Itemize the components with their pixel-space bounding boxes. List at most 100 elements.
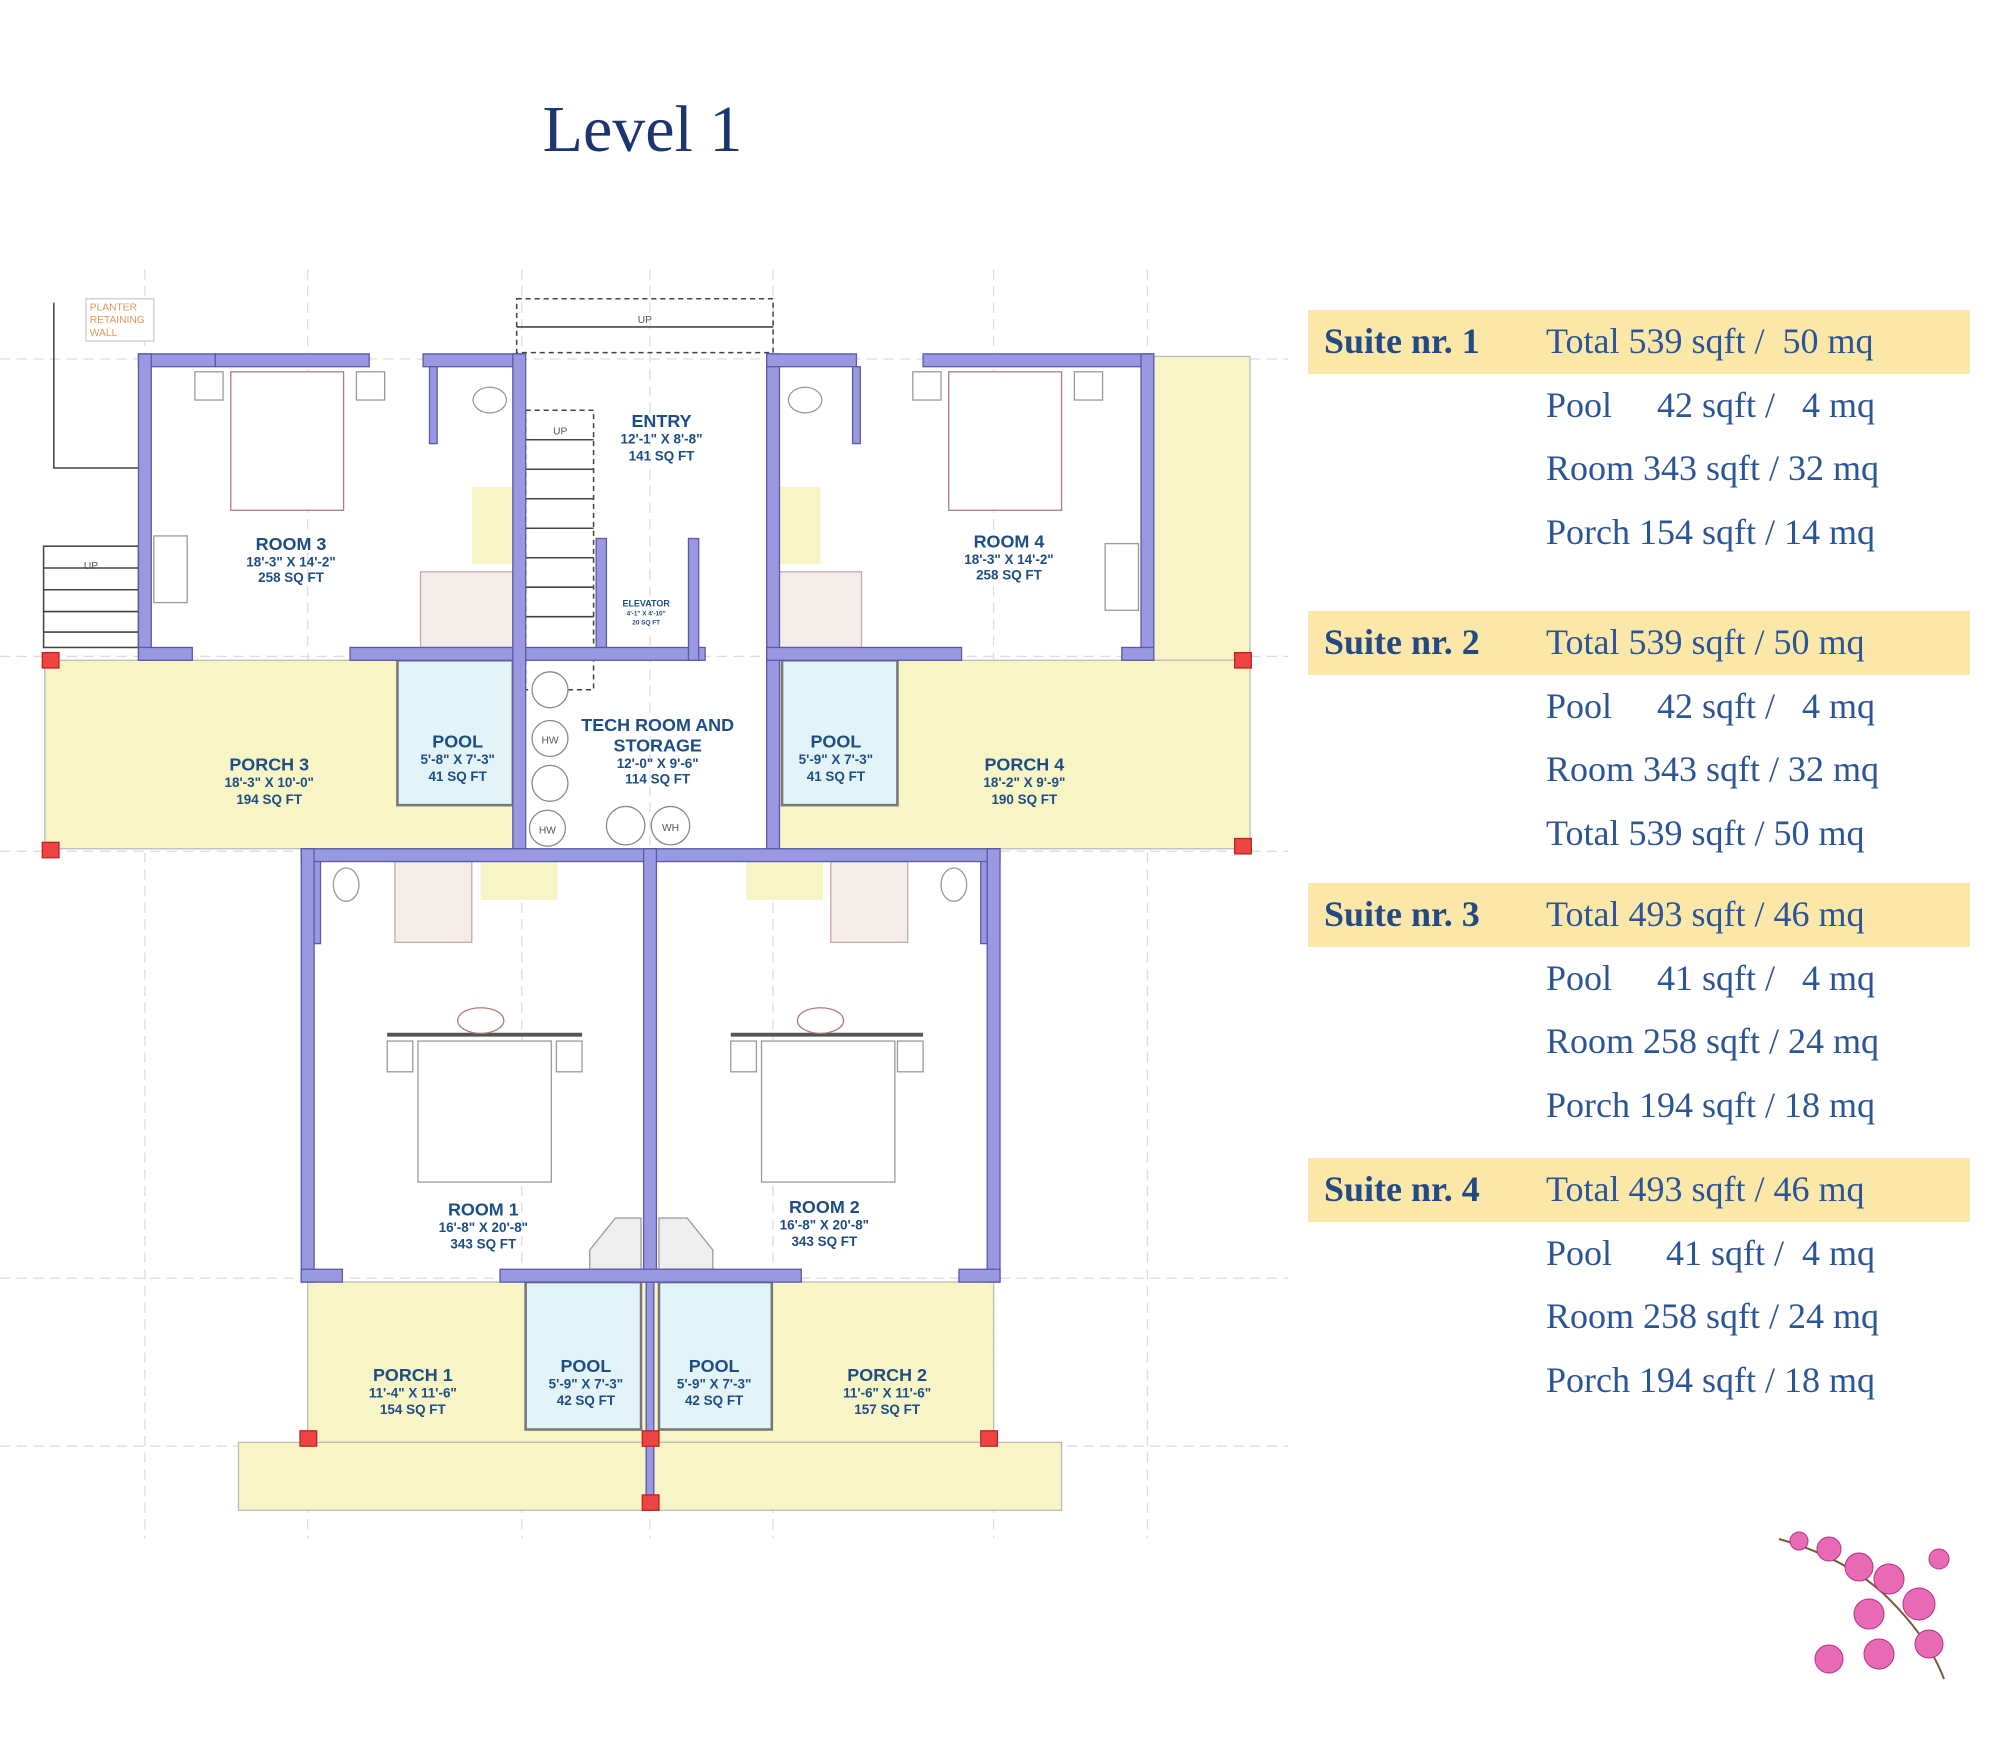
shower-tiles xyxy=(394,571,909,943)
suite-3-summary: Suite nr. 3 Total 493 sqft / 46 mq Pool 4… xyxy=(1308,883,1970,1137)
hw-label: HW xyxy=(541,736,558,747)
suite-total: Total 539 sqft / 50 mq xyxy=(1546,622,1865,662)
suite-room: Room 343 sqft / 32 mq xyxy=(1546,448,1880,488)
furniture xyxy=(153,371,1140,1270)
svg-text:12'-1" X 8'-8": 12'-1" X 8'-8" xyxy=(621,432,703,447)
suite-1-summary: Suite nr. 1 Total 539 sqft / 50 mq Pool 4… xyxy=(1308,310,1970,564)
suite-total: Total 539 sqft / 50 mq xyxy=(1546,321,1874,361)
suite-label: Suite nr. 3 xyxy=(1324,894,1480,934)
svg-text:18'-2" X 9'-9": 18'-2" X 9'-9" xyxy=(983,775,1065,790)
svg-text:18'-3" X 14'-2": 18'-3" X 14'-2" xyxy=(964,552,1053,567)
suite-total: Total 493 sqft / 46 mq xyxy=(1546,1169,1865,1209)
svg-text:PORCH 4: PORCH 4 xyxy=(984,755,1064,775)
svg-text:POOL: POOL xyxy=(560,1356,611,1376)
svg-text:18'-3" X 14'-2": 18'-3" X 14'-2" xyxy=(246,555,335,570)
svg-text:16'-8" X 20'-8": 16'-8" X 20'-8" xyxy=(780,1218,869,1233)
room-label-room1: ROOM 116'-8" X 20'-8" 343 SQ FT xyxy=(439,1199,528,1251)
svg-text:ELEVATOR: ELEVATOR xyxy=(622,598,670,608)
columns xyxy=(41,651,1252,1511)
svg-text:POOL: POOL xyxy=(810,731,861,751)
stair-up-label: UP xyxy=(553,427,567,438)
wh-label: WH xyxy=(662,823,679,834)
room-label-room2: ROOM 216'-8" X 20'-8"343 SQ FT xyxy=(780,1197,869,1249)
stairs xyxy=(42,297,774,691)
svg-text:STORAGE: STORAGE xyxy=(614,735,702,755)
svg-text:41 SQ FT: 41 SQ FT xyxy=(429,769,488,784)
svg-text:11'-4" X 11'-6": 11'-4" X 11'-6" xyxy=(369,1385,457,1400)
walls xyxy=(137,353,1155,1508)
svg-text:5'-9" X 7'-3": 5'-9" X 7'-3" xyxy=(677,1376,751,1391)
svg-text:4'-1" X 4'-10": 4'-1" X 4'-10" xyxy=(627,610,666,617)
svg-text:ROOM 1: ROOM 1 xyxy=(448,1199,519,1219)
svg-text:PLANTER: PLANTER xyxy=(90,302,137,313)
svg-text:ROOM 4: ROOM 4 xyxy=(974,531,1045,551)
svg-text:258 SQ FT: 258 SQ FT xyxy=(976,568,1043,583)
room-label-elevator: ELEVATOR 4'-1" X 4'-10" 20 SQ FT xyxy=(622,598,670,626)
svg-text:ENTRY: ENTRY xyxy=(631,411,691,431)
suite-room: Room 258 sqft / 24 mq xyxy=(1546,1296,1880,1336)
suite-label: Suite nr. 2 xyxy=(1324,622,1480,662)
suite-pool: Pool 42 sqft / 4 mq xyxy=(1546,384,1876,425)
svg-text:18'-3" X 10'-0": 18'-3" X 10'-0" xyxy=(224,775,313,790)
suite-room: Room 343 sqft / 32 mq xyxy=(1546,749,1880,789)
svg-text:RETAINING: RETAINING xyxy=(90,315,145,326)
orchid-flower-icon xyxy=(1778,1531,1950,1680)
svg-text:POOL: POOL xyxy=(432,731,483,751)
svg-text:42 SQ FT: 42 SQ FT xyxy=(557,1393,616,1408)
svg-text:157 SQ FT: 157 SQ FT xyxy=(854,1402,921,1417)
svg-text:20 SQ FT: 20 SQ FT xyxy=(632,619,660,626)
suite-porch: Porch 154 sqft / 14 mq xyxy=(1546,511,1875,552)
svg-text:114 SQ FT: 114 SQ FT xyxy=(625,771,691,786)
svg-text:ROOM 2: ROOM 2 xyxy=(789,1197,860,1217)
suite-pool: Pool 41 sqft / 4 mq xyxy=(1546,957,1876,998)
svg-text:343 SQ FT: 343 SQ FT xyxy=(791,1234,858,1249)
svg-text:154 SQ FT: 154 SQ FT xyxy=(380,1402,447,1417)
suite-total-repeat: Total 539 sqft / 50 mq xyxy=(1546,812,1865,853)
svg-text:42 SQ FT: 42 SQ FT xyxy=(685,1393,744,1408)
suite-4-summary: Suite nr. 4 Total 493 sqft / 46 mq Pool 4… xyxy=(1308,1158,1970,1412)
svg-text:ROOM 3: ROOM 3 xyxy=(256,534,327,554)
suite-label: Suite nr. 1 xyxy=(1324,321,1480,361)
svg-text:5'-8" X 7'-3": 5'-8" X 7'-3" xyxy=(420,752,494,767)
suite-pool: Pool 41 sqft / 4 mq xyxy=(1546,1232,1876,1273)
suite-porch: Porch 194 sqft / 18 mq xyxy=(1546,1084,1875,1125)
svg-text:POOL: POOL xyxy=(689,1356,740,1376)
stair-up-label: UP xyxy=(638,315,652,326)
room-label-room3: ROOM 318'-3" X 14'-2"258 SQ FT xyxy=(246,534,335,585)
svg-text:PORCH 2: PORCH 2 xyxy=(847,1365,927,1385)
svg-text:11'-6" X 11'-6": 11'-6" X 11'-6" xyxy=(843,1385,931,1400)
water-heaters xyxy=(528,671,691,847)
suite-room: Room 258 sqft / 24 mq xyxy=(1546,1021,1880,1061)
room-label-porch2: PORCH 211'-6" X 11'-6" 157 SQ FT xyxy=(843,1365,931,1417)
room-label-porch3: PORCH 318'-3" X 10'-0" 194 SQ FT xyxy=(224,755,313,807)
hw-label: HW xyxy=(539,825,556,836)
svg-text:TECH ROOM AND: TECH ROOM AND xyxy=(581,715,734,735)
svg-text:5'-9" X 7'-3": 5'-9" X 7'-3" xyxy=(549,1376,623,1391)
svg-text:258 SQ FT: 258 SQ FT xyxy=(258,570,325,585)
suite-porch: Porch 194 sqft / 18 mq xyxy=(1546,1359,1875,1400)
svg-text:WALL: WALL xyxy=(90,328,118,339)
stair-up-label: UP xyxy=(84,561,98,572)
svg-text:16'-8" X 20'-8": 16'-8" X 20'-8" xyxy=(439,1220,528,1235)
svg-text:343 SQ FT: 343 SQ FT xyxy=(450,1237,517,1252)
suite-total: Total 493 sqft / 46 mq xyxy=(1546,894,1865,934)
svg-text:194 SQ FT: 194 SQ FT xyxy=(236,792,303,807)
svg-text:41 SQ FT: 41 SQ FT xyxy=(807,769,866,784)
planter-note: PLANTER RETAINING WALL xyxy=(85,298,155,342)
page-title: Level 1 xyxy=(542,93,743,166)
room-label-room4: ROOM 418'-3" X 14'-2"258 SQ FT xyxy=(964,531,1053,582)
suite-label: Suite nr. 4 xyxy=(1324,1169,1480,1209)
svg-text:PORCH 3: PORCH 3 xyxy=(229,755,309,775)
pools xyxy=(396,659,899,1431)
svg-text:141 SQ FT: 141 SQ FT xyxy=(629,448,696,463)
svg-text:PORCH 1: PORCH 1 xyxy=(373,1365,453,1385)
room-label-porch4: PORCH 418'-2" X 9'-9"190 SQ FT xyxy=(983,755,1065,807)
